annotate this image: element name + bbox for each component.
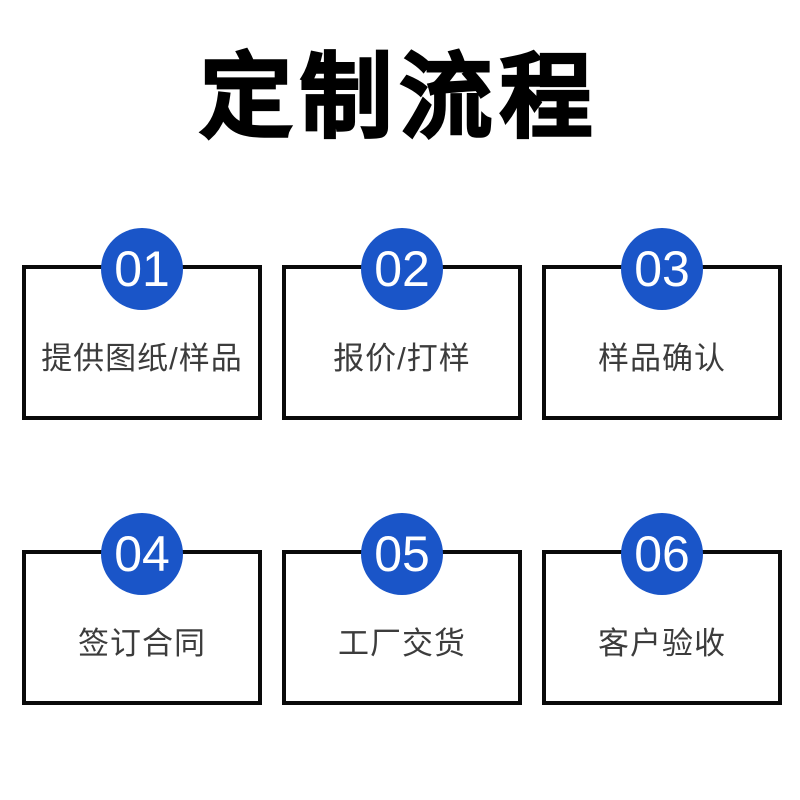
step-card-6: 06 客户验收	[542, 513, 782, 705]
step-number-badge: 02	[361, 228, 443, 310]
step-number-badge: 03	[621, 228, 703, 310]
step-card-4: 04 签订合同	[22, 513, 262, 705]
step-label: 工厂交货	[338, 626, 466, 661]
step-number: 06	[634, 526, 690, 582]
step-number-badge: 06	[621, 513, 703, 595]
step-number: 03	[634, 241, 690, 297]
steps-grid: 01 提供图纸/样品 02 报价/打样 03 样品确认 04 签订合同 05	[22, 228, 782, 705]
step-number-badge: 04	[101, 513, 183, 595]
step-number-badge: 05	[361, 513, 443, 595]
step-card-2: 02 报价/打样	[282, 228, 522, 420]
step-label: 签订合同	[78, 626, 206, 661]
page-title: 定制流程	[199, 46, 600, 150]
step-label: 样品确认	[598, 341, 726, 376]
step-number: 01	[114, 241, 170, 297]
step-number: 05	[374, 526, 430, 582]
step-number-badge: 01	[101, 228, 183, 310]
step-card-5: 05 工厂交货	[282, 513, 522, 705]
step-number: 02	[374, 241, 430, 297]
step-number: 04	[114, 526, 170, 582]
step-label: 客户验收	[598, 626, 726, 661]
step-label: 提供图纸/样品	[41, 341, 243, 376]
step-card-1: 01 提供图纸/样品	[22, 228, 262, 420]
step-card-3: 03 样品确认	[542, 228, 782, 420]
step-label: 报价/打样	[333, 341, 471, 376]
